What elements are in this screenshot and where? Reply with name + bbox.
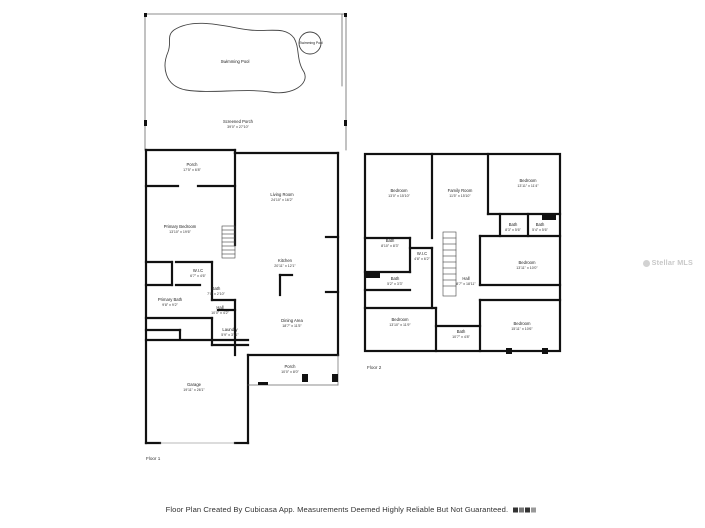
- front-porch-posts: [258, 374, 338, 385]
- room-name: Dining Area: [281, 318, 303, 323]
- room-name: Hall: [216, 305, 223, 310]
- room-dimensions: 4'8" x 6'2": [414, 257, 430, 261]
- room-name: Bedroom: [514, 321, 532, 326]
- footer: Floor Plan Created By Cubicasa App. Meas…: [0, 505, 705, 514]
- room-name: Porch: [285, 364, 297, 369]
- room-name: Bath: [212, 286, 221, 291]
- room-name: Bath: [509, 222, 518, 227]
- floor-2-label: Floor 2: [367, 365, 382, 370]
- room-name: Laundry: [222, 327, 238, 332]
- room-dimensions: 19'11" x 26'1": [183, 388, 205, 392]
- room-dimensions: 10'0" x 4'2": [211, 311, 229, 315]
- room-name: Primary Bath: [158, 297, 183, 302]
- watermark-logo-icon: [642, 259, 650, 267]
- room-name: Garage: [187, 382, 202, 387]
- room-name: Kitchen: [278, 258, 293, 263]
- floor-1-label: Floor 1: [146, 456, 161, 461]
- floor-2-plan: [363, 152, 562, 354]
- spa-shape: [298, 31, 322, 55]
- room-name: Swimming Pool: [221, 59, 250, 64]
- room-dimensions: 10'0" x 8'0": [281, 370, 299, 374]
- room-name: W.I.C: [417, 251, 427, 256]
- room-name: Bath: [386, 238, 395, 243]
- room-name: Living Room: [270, 192, 294, 197]
- room-dimensions: 24'10" x 16'2": [271, 198, 293, 202]
- room-dimensions: 8'10" x 8'3": [381, 244, 399, 248]
- floor-2-solid-blocks: [366, 214, 556, 354]
- room-name: Bedroom: [520, 178, 538, 183]
- room-dimensions: 13'0" x 15'10": [388, 194, 410, 198]
- room-name: Bath: [457, 329, 466, 334]
- room-dimensions: 13'10" x 19'6": [169, 230, 191, 234]
- cubicasa-logo-icon: [513, 507, 537, 513]
- floor-1-labels: Swimming Pool Swimming Pool Screened Por…: [146, 41, 323, 461]
- room-name: Swimming Pool: [299, 41, 323, 45]
- room-name: Screened Porch: [223, 119, 254, 124]
- footer-credit: Floor Plan Created By Cubicasa App. Meas…: [165, 505, 509, 514]
- room-dimensions: 13'11" x 11'4": [517, 184, 539, 188]
- room-name: Bedroom: [392, 317, 410, 322]
- room-dimensions: 5'2" x 3'3": [387, 282, 403, 286]
- stairs-floor-2: [442, 231, 457, 297]
- room-dimensions: 18'7" x 11'5": [282, 324, 302, 328]
- room-name: Hall: [462, 276, 469, 281]
- watermark-text: Stellar MLS: [651, 258, 693, 267]
- room-dimensions: 11'5" x 15'10": [449, 194, 471, 198]
- room-name: Bath: [391, 276, 400, 281]
- room-name: Bedroom: [391, 188, 409, 193]
- screened-porch-outline: [144, 13, 347, 151]
- room-name: W.I.C: [193, 268, 203, 273]
- stairs-floor-1: [221, 225, 236, 259]
- mls-watermark: Stellar MLS: [642, 258, 693, 267]
- room-name: Family Room: [448, 188, 473, 193]
- floor-1-plan: [144, 13, 347, 445]
- room-dimensions: 5'4" x 5'6": [532, 228, 548, 232]
- room-dimensions: 10'7" x 4'8": [452, 335, 470, 339]
- room-name: Porch: [187, 162, 199, 167]
- room-dimensions: 5'9" x 3'11": [221, 333, 239, 337]
- room-name: Bedroom: [519, 260, 537, 265]
- floor-1-walls: [144, 148, 340, 445]
- porch-posts: [144, 13, 347, 126]
- swimming-pool-shape: [164, 22, 306, 94]
- room-dimensions: 20'11" x 12'1": [274, 264, 296, 268]
- room-dimensions: 39'0" x 27'10": [227, 125, 249, 129]
- room-name: Primary Bedroom: [164, 224, 197, 229]
- room-dimensions: 13'11" x 10'0": [516, 266, 538, 270]
- room-dimensions: 9'8" x 9'2": [162, 303, 178, 307]
- room-dimensions: 17'5" x 6'8": [183, 168, 201, 172]
- room-dimensions: 8'3" x 5'6": [505, 228, 521, 232]
- room-dimensions: 13'10" x 11'9": [389, 323, 411, 327]
- room-dimensions: 6'7" x 4'6": [190, 274, 206, 278]
- room-name: Bath: [536, 222, 545, 227]
- floor-2-labels: Bedroom 13'0" x 15'10" Family Room 11'5"…: [367, 178, 549, 370]
- room-dimensions: 15'11" x 10'6": [511, 327, 533, 331]
- room-dimensions: 8'7" x 18'11": [456, 282, 476, 286]
- room-dimensions: 7'0" x 2'10": [207, 292, 225, 296]
